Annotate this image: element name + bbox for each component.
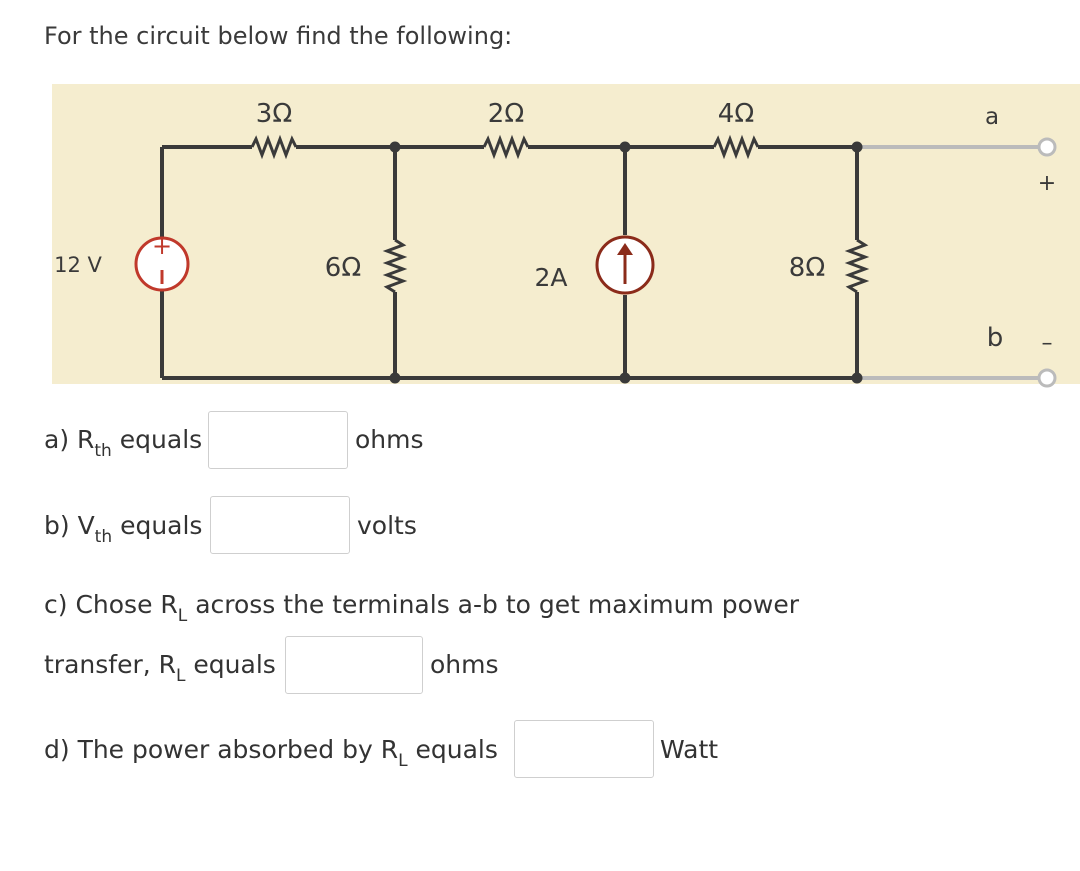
voltage-source xyxy=(134,236,190,292)
label-minus: – xyxy=(1042,331,1053,356)
label-2a: 2A xyxy=(534,263,567,292)
label-3ohm: 3Ω xyxy=(256,99,292,129)
rl-unit: ohms xyxy=(430,650,499,679)
rth-input[interactable] xyxy=(208,411,348,469)
prompt-text: For the circuit below find the following… xyxy=(44,22,513,50)
label-12v: 12 V xyxy=(54,253,102,277)
label-terminal-a: a xyxy=(985,104,999,130)
circuit-background xyxy=(52,84,1080,384)
resistor-2ohm xyxy=(482,134,530,160)
vth-input[interactable] xyxy=(210,496,350,554)
label-8ohm: 8Ω xyxy=(789,253,825,283)
plus-sign: + xyxy=(152,232,172,260)
rth-unit: ohms xyxy=(355,425,424,454)
question-c-line1: c) Chose RL across the terminals a-b to … xyxy=(44,590,800,626)
question-b: b) Vth equals xyxy=(44,511,203,547)
rl-input[interactable] xyxy=(285,636,423,694)
resistor-8ohm xyxy=(844,238,870,294)
question-d: d) The power absorbed by RL equals xyxy=(44,735,498,771)
resistor-4ohm xyxy=(712,134,760,160)
resistor-3ohm xyxy=(250,134,298,160)
junction-dots xyxy=(389,141,863,384)
label-terminal-b: b xyxy=(987,323,1004,353)
vth-unit: volts xyxy=(357,511,417,540)
terminal-a-node xyxy=(1037,137,1057,157)
resistor-6ohm xyxy=(382,238,408,294)
terminal-b-node xyxy=(1037,368,1057,388)
power-input[interactable] xyxy=(514,720,654,778)
question-c-line2: transfer, RL equals xyxy=(44,650,276,686)
wire xyxy=(160,145,859,380)
label-6ohm: 6Ω xyxy=(325,253,361,283)
circuit-diagram: + 3Ω 2Ω 4Ω 6Ω 8Ω 12 V 2A a b + – xyxy=(52,84,1080,388)
arrow-up-icon xyxy=(617,243,633,255)
label-4ohm: 4Ω xyxy=(718,99,754,129)
power-unit: Watt xyxy=(660,735,719,764)
question-a: a) Rth equals xyxy=(44,425,203,461)
label-plus: + xyxy=(1038,171,1056,196)
label-2ohm: 2Ω xyxy=(488,99,524,129)
